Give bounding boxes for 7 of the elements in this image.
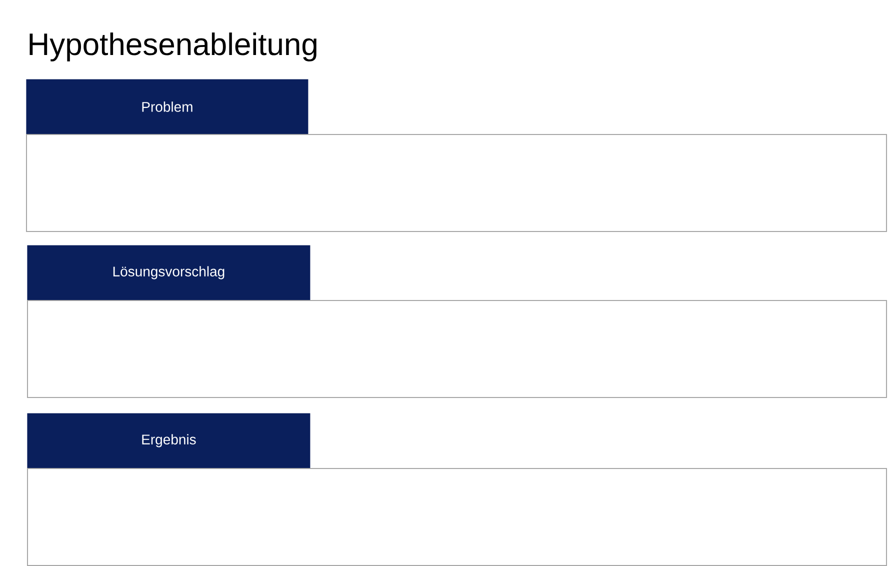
header-tab: Problem — [26, 79, 308, 134]
header-tab: Ergebnis — [27, 413, 310, 468]
header-tab: Lösungsvorschlag — [27, 245, 310, 300]
content-box — [27, 468, 887, 566]
content-box — [26, 134, 887, 232]
title: Hypothesenableitung — [30, 32, 316, 62]
content-box — [27, 300, 887, 398]
